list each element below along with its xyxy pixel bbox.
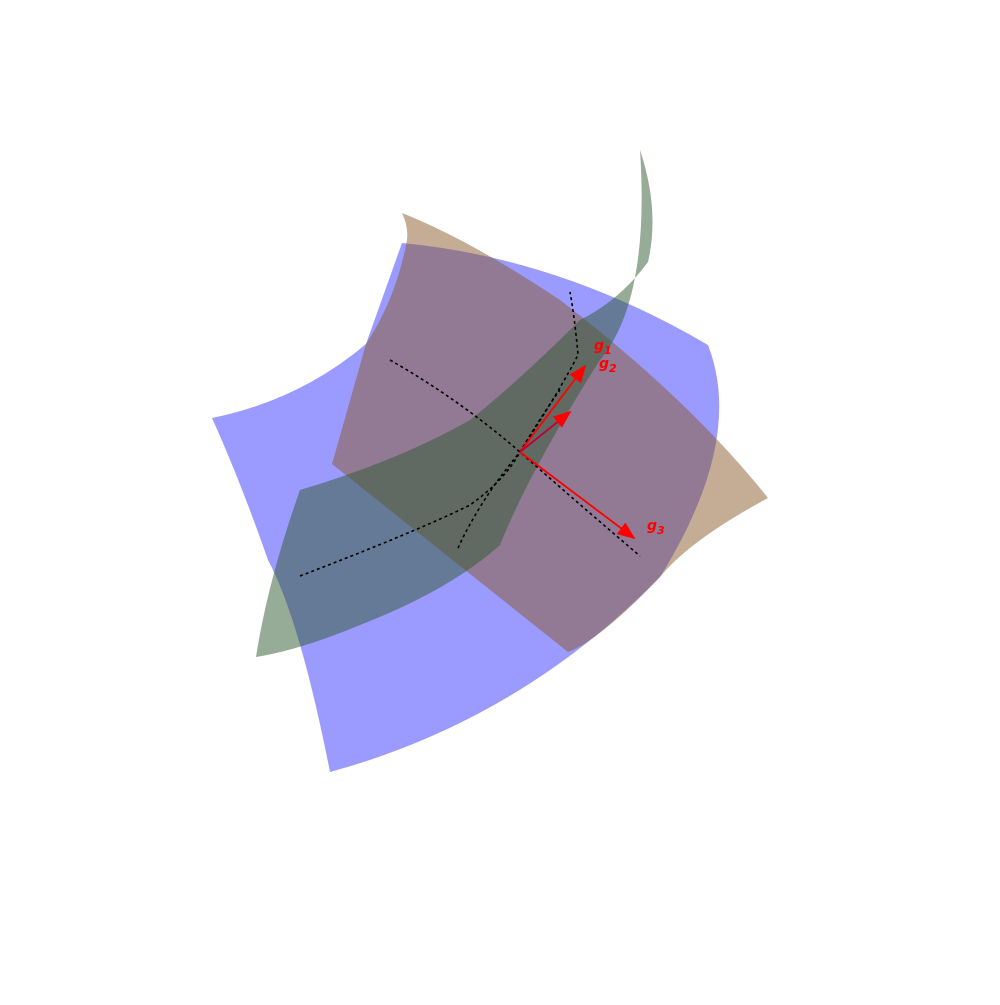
dashed-curve-g3-direction <box>389 359 641 557</box>
vector-g1-arrow <box>519 364 587 453</box>
vector-label-g3: g3 <box>647 518 665 537</box>
vector-g2-arrow <box>519 410 572 453</box>
green-surface <box>256 150 653 657</box>
vector-g3-arrow <box>519 451 636 540</box>
dashed-curve-g1-direction <box>457 389 561 549</box>
vector-label-g1: g1 <box>594 338 612 357</box>
dashed-curve-g2-direction <box>299 291 579 577</box>
vector-label-g2: g2 <box>599 356 617 375</box>
